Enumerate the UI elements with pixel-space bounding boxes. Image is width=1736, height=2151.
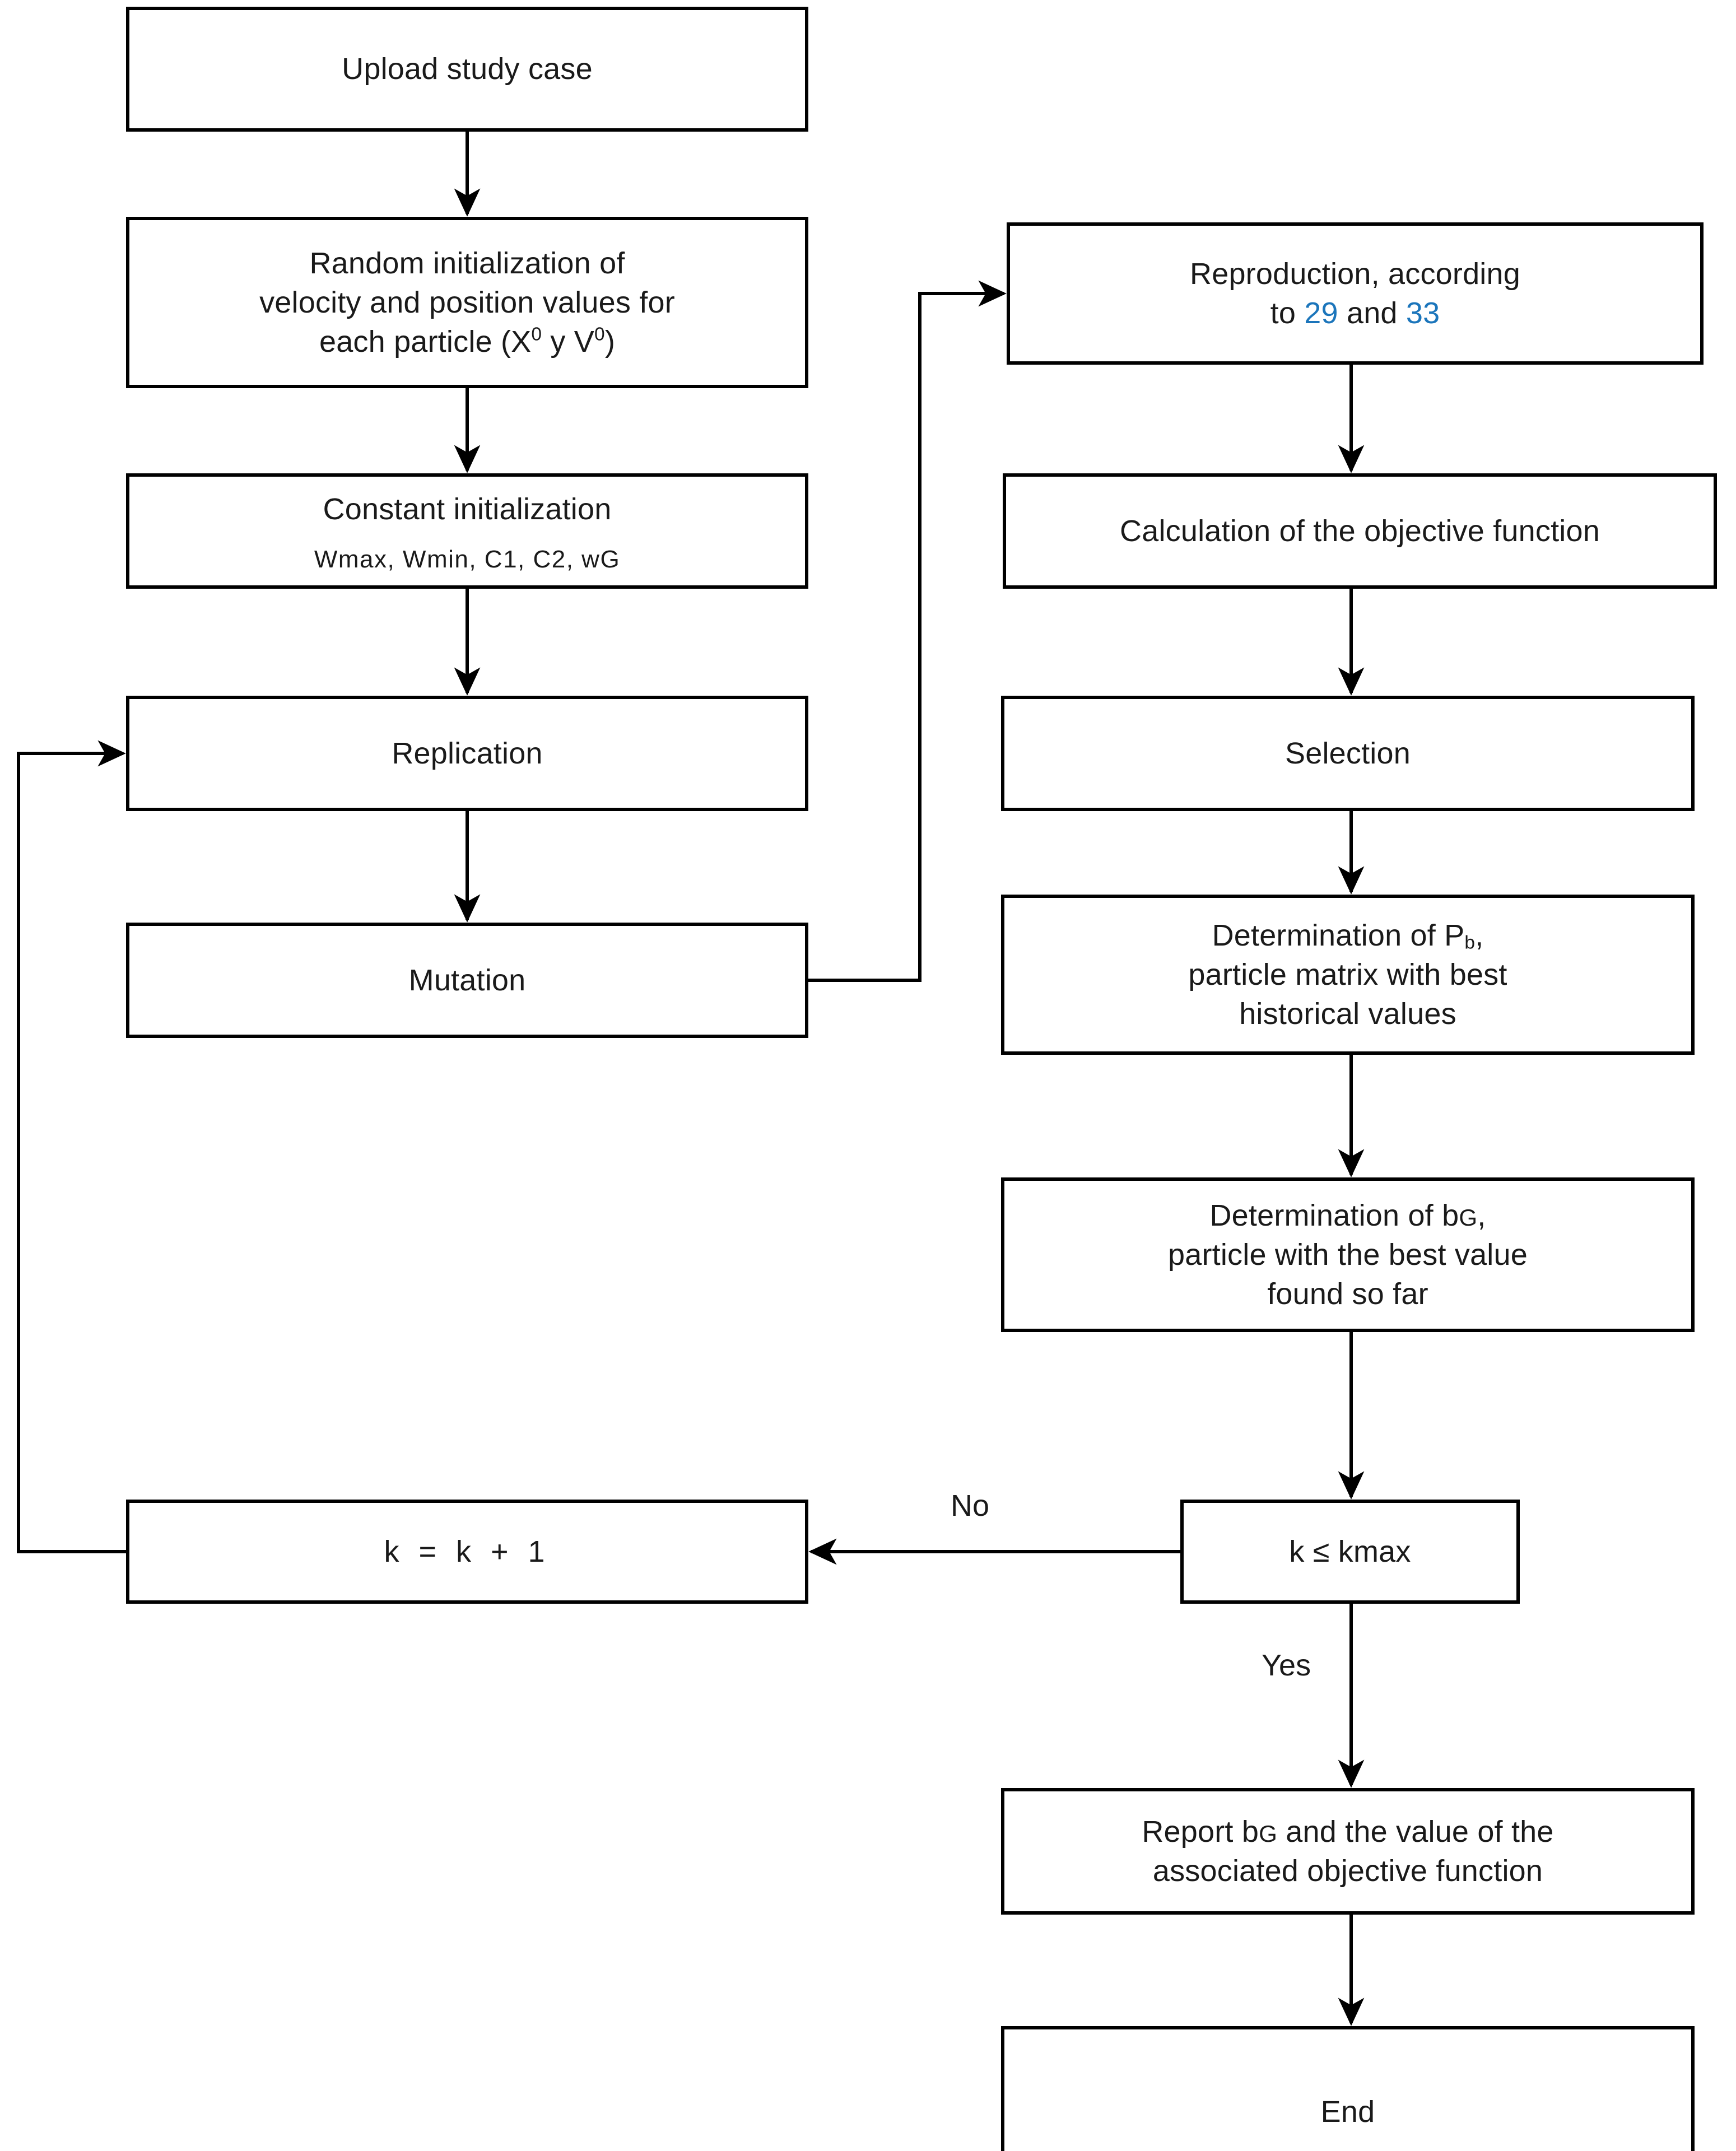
determination-pb-line2: particle matrix with best	[1188, 957, 1507, 991]
node-random-initialization	[126, 217, 808, 388]
node-replication-text: Replication	[128, 697, 807, 809]
random-init-sup-x: 0	[531, 324, 542, 345]
node-mutation-text: Mutation	[128, 924, 807, 1036]
node-increment-k-text: k = k + 1	[128, 1501, 807, 1602]
determination-pb-line1-post: ,	[1475, 918, 1484, 952]
node-objective-function	[1003, 473, 1717, 589]
constant-init-line1: Constant initialization	[323, 492, 612, 526]
node-report-result-text: Report bG and the value of the associate…	[1003, 1790, 1693, 1913]
random-init-line3: each particle (X0 y V0)	[319, 322, 615, 361]
node-mutation	[126, 923, 808, 1038]
node-selection-text: Selection	[1003, 697, 1693, 809]
node-determination-pb-text: Determination of Pb, particle matrix wit…	[1003, 896, 1693, 1053]
node-random-initialization-text: Random initialization of velocity and po…	[128, 218, 807, 387]
upload-label: Upload study case	[342, 52, 593, 86]
node-reproduction-text: Reproduction, according to 29 and 33	[1008, 224, 1702, 363]
node-selection	[1001, 696, 1695, 811]
edge-label-no: No	[951, 1489, 990, 1523]
random-init-sup-v: 0	[594, 324, 605, 345]
node-determination-bg-text: Determination of bG, particle with the b…	[1003, 1179, 1693, 1330]
determination-pb-line3: historical values	[1239, 997, 1456, 1031]
determination-bg-subscript: G	[1459, 1204, 1478, 1231]
mutation-label: Mutation	[408, 963, 526, 997]
random-init-line1: Random initialization of	[309, 246, 625, 280]
node-decision-kmax-text: k ≤ kmax	[1182, 1501, 1518, 1602]
node-objective-function-text: Calculation of the objective function	[1004, 475, 1715, 587]
reproduction-line1: Reproduction, according	[1190, 257, 1520, 291]
random-init-line3-post: )	[604, 325, 616, 359]
decision-label: k ≤ kmax	[1289, 1534, 1411, 1568]
node-replication	[126, 696, 808, 811]
node-report-result	[1001, 1788, 1695, 1915]
reproduction-line2-mid: and	[1338, 296, 1406, 330]
edge-label-yes: Yes	[1262, 1649, 1311, 1682]
determination-pb-subscript: b	[1464, 932, 1476, 953]
reproduction-line2: to 29 and 33	[1270, 294, 1440, 333]
report-line1: Report bG and the value of the	[1142, 1812, 1553, 1851]
reference-link-33[interactable]: 33	[1405, 296, 1440, 330]
node-upload-study-case-text: Upload study case	[128, 8, 807, 130]
determination-bg-line2: particle with the best value	[1168, 1237, 1528, 1272]
node-reproduction	[1007, 222, 1704, 365]
report-line2: associated objective function	[1152, 1854, 1543, 1888]
random-init-line2: velocity and position values for	[259, 285, 675, 319]
reproduction-line2-pre: to	[1270, 296, 1305, 330]
increment-label: k = k + 1	[384, 1534, 551, 1568]
determination-bg-line1-post: ,	[1477, 1198, 1486, 1232]
report-subscript: G	[1259, 1820, 1278, 1847]
node-constant-initialization-text: Constant initialization Wmax, Wmin, C1, …	[128, 475, 807, 587]
node-determination-pb	[1001, 895, 1695, 1055]
replication-label: Replication	[392, 736, 543, 770]
determination-pb-line1-pre: Determination of P	[1212, 918, 1465, 952]
objective-label: Calculation of the objective function	[1120, 514, 1600, 548]
connector-mutation-to-reproduction	[807, 280, 1007, 982]
determination-bg-line1: Determination of bG,	[1209, 1196, 1486, 1235]
selection-label: Selection	[1285, 736, 1411, 770]
reference-link-29[interactable]: 29	[1304, 296, 1338, 330]
node-end-text: End	[1003, 2028, 1693, 2151]
determination-bg-line3: found so far	[1267, 1277, 1428, 1311]
node-decision-kmax	[1180, 1500, 1520, 1604]
node-end	[1001, 2026, 1695, 2151]
random-init-line3-mid: y V	[542, 325, 595, 359]
report-line1-post: and the value of the	[1277, 1814, 1554, 1849]
connector-increment-to-replication-loop	[17, 740, 128, 1553]
random-init-line3-pre: each particle (X	[319, 325, 532, 359]
end-label: End	[1320, 2095, 1375, 2129]
determination-pb-line1: Determination of Pb,	[1212, 916, 1484, 955]
constant-init-line2: Wmax, Wmin, C1, C2, wG	[314, 546, 621, 574]
node-determination-bg	[1001, 1177, 1695, 1332]
determination-bg-line1-pre: Determination of b	[1209, 1198, 1459, 1232]
report-line1-pre: Report b	[1142, 1814, 1259, 1849]
node-constant-initialization	[126, 473, 808, 589]
node-upload-study-case	[126, 7, 808, 132]
